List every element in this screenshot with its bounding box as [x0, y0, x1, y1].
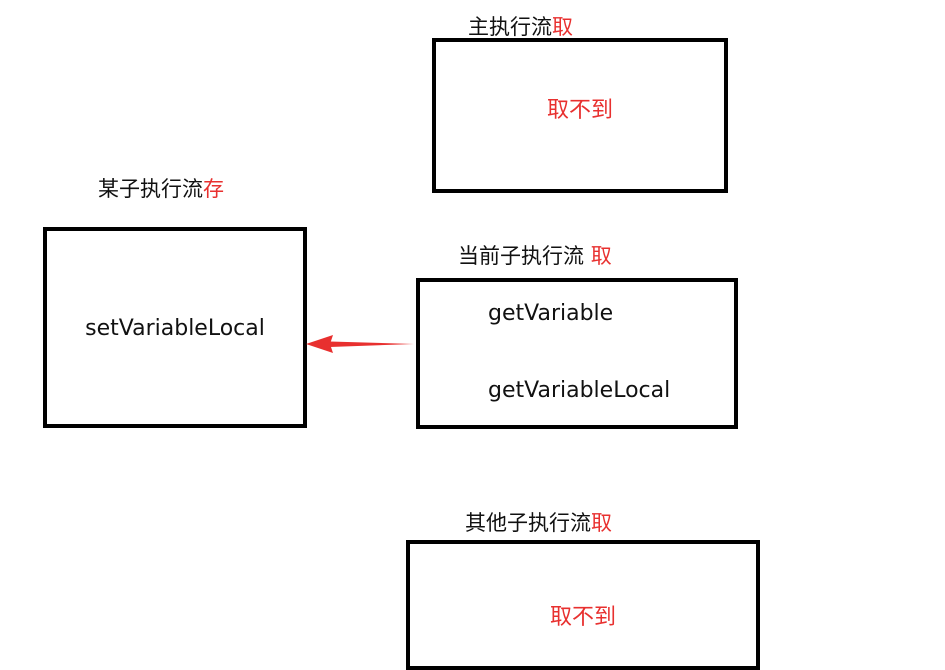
other-subflow-label-prefix: 其他子执行流: [465, 511, 591, 535]
main-flow-label-accent: 取: [552, 15, 573, 39]
current-subflow-item-get-variable-local: getVariableLocal: [488, 378, 671, 403]
arrow-head: [306, 335, 333, 353]
some-subflow-label-prefix: 某子执行流: [98, 177, 203, 201]
other-subflow-box: 取不到: [406, 540, 760, 670]
main-flow-label-prefix: 主执行流: [468, 15, 552, 39]
some-subflow-content: setVariableLocal: [85, 316, 265, 341]
current-subflow-label-accent: 取: [590, 244, 612, 268]
current-subflow-label: 当前子执行流 取: [458, 243, 612, 269]
current-subflow-item-get-variable: getVariable: [488, 301, 614, 326]
some-subflow-label-accent: 存: [203, 177, 224, 201]
arrow-shaft: [330, 341, 414, 347]
some-subflow-label: 某子执行流存: [98, 176, 224, 202]
main-flow-content: 取不到: [546, 98, 613, 123]
other-subflow-label-accent: 取: [591, 511, 612, 535]
other-subflow-label: 其他子执行流取: [465, 510, 612, 536]
main-flow-label: 主执行流取: [468, 14, 573, 40]
some-subflow-box: setVariableLocal: [43, 227, 307, 428]
main-flow-box: 取不到: [432, 38, 728, 193]
other-subflow-content: 取不到: [549, 605, 616, 630]
current-subflow-box: getVariable getVariableLocal: [416, 278, 738, 429]
current-subflow-label-prefix: 当前子执行流: [458, 244, 584, 268]
